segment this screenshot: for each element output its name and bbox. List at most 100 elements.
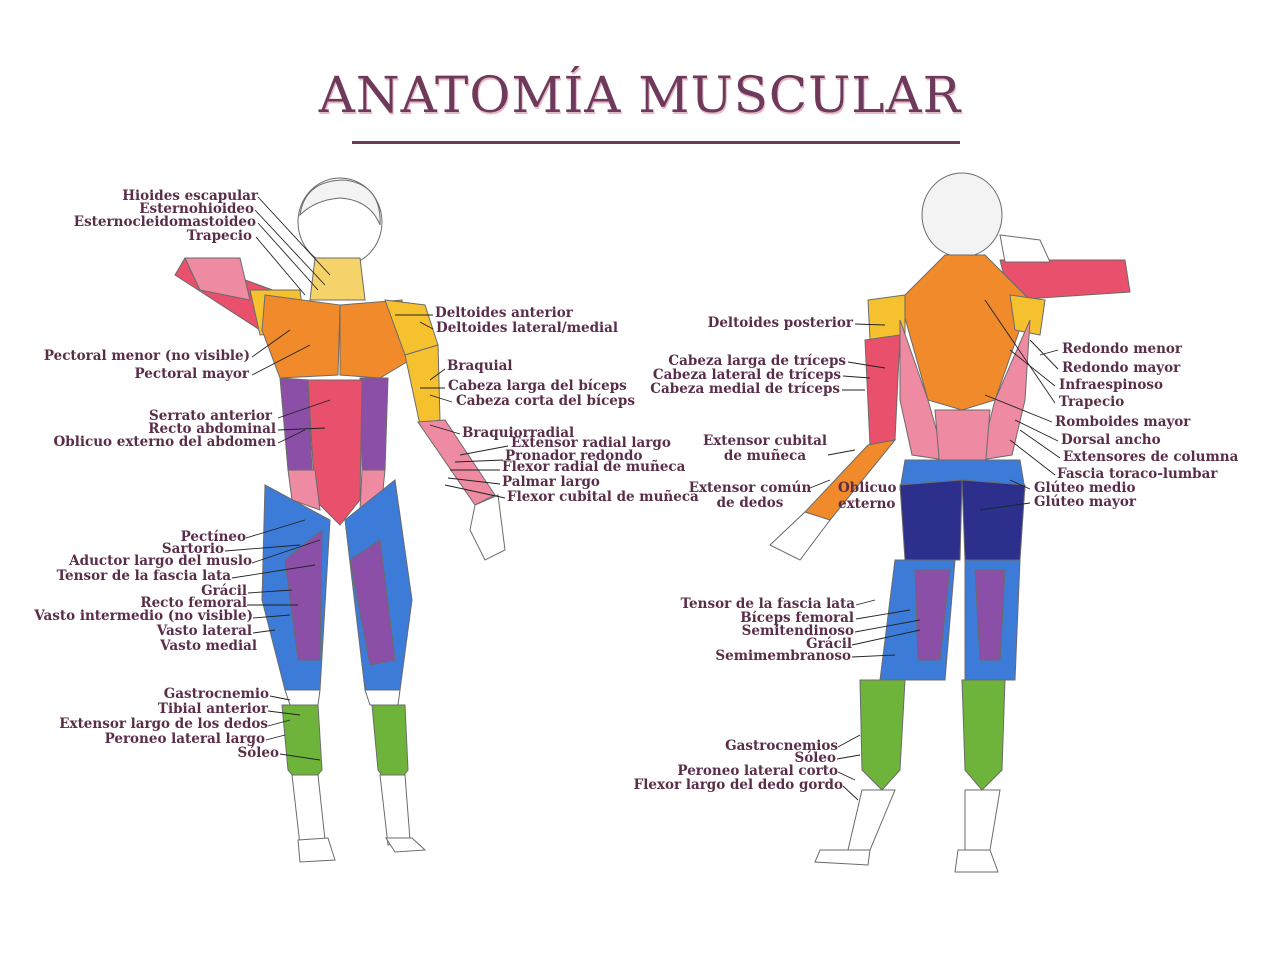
label-gracil-front: Grácil: [201, 583, 247, 599]
back-hamstring-right-inner: [974, 569, 1006, 661]
label-extensor-cubital-2: de muñeca: [723, 448, 807, 464]
label-extensor-comun-1: Extensor común: [688, 480, 812, 496]
label-vasto-intermedio: Vasto intermedio (no visible): [34, 608, 253, 624]
back-latissimus-left: [899, 319, 946, 461]
back-upper-arm-left: [864, 334, 901, 446]
label-trapecio-front: Trapecio: [186, 228, 252, 244]
label-soleo-front: Sóleo: [237, 745, 279, 761]
back-head: [921, 172, 1003, 258]
label-tibial-anterior: Tibial anterior: [157, 701, 268, 717]
label-extensor-comun-2: de dedos: [716, 495, 784, 511]
label-pectoral-menor: Pectoral menor (no visible): [43, 348, 250, 364]
page-title: ANATOMÍA MUSCULAR: [318, 66, 962, 124]
label-esternohioideo: Esternohioideo: [139, 201, 254, 217]
back-figure: [769, 172, 1131, 873]
back-gluteus-left: [899, 479, 963, 561]
label-extensor-cubital-1: Extensor cubital: [702, 433, 828, 449]
front-serratus-left: [279, 377, 313, 471]
label-gluteo-medio: Glúteo medio: [1034, 480, 1136, 496]
label-gluteo-mayor: Glúteo mayor: [1034, 494, 1136, 510]
label-gracil-back: Grácil: [806, 636, 852, 652]
label-gastrocnemio: Gastrocnemio: [163, 686, 269, 702]
label-oblicuo-1: Oblicuo: [838, 480, 897, 496]
label-redondo-mayor: Redondo mayor: [1062, 360, 1181, 376]
label-recto-abdominal: Recto abdominal: [148, 421, 276, 437]
front-pectoral-left: [261, 294, 341, 379]
leader-lines: [224, 196, 1061, 801]
back-raised-forearm: [999, 234, 1051, 263]
back-latissimus-right: [979, 319, 1031, 461]
front-hand-right: [469, 494, 506, 561]
label-deltoides-anterior: Deltoides anterior: [435, 305, 573, 321]
label-oblicuo-2: externo: [838, 496, 896, 512]
front-thigh-left-inner: [284, 528, 323, 661]
label-biceps-larga: Cabeza larga del bíceps: [448, 378, 627, 394]
front-serratus-right: [359, 377, 389, 471]
label-pronador-redondo: Pronador redondo: [505, 448, 643, 464]
label-flexor-cubital: Flexor cubital de muñeca: [507, 489, 699, 505]
label-esternocleidomastoideo: Esternocleidomastoideo: [73, 214, 256, 230]
label-hioides-escapular: Hioides escapular: [122, 188, 258, 204]
label-pectoral-mayor: Pectoral mayor: [134, 366, 249, 382]
back-foot-left: [814, 849, 871, 866]
front-forearm-left: [184, 257, 251, 301]
back-gluteus-right: [961, 479, 1026, 561]
back-calf-left: [859, 679, 906, 791]
label-extensores-columna: Extensores de columna: [1063, 449, 1239, 465]
back-calf-right: [961, 679, 1006, 791]
back-shin-right: [964, 789, 1001, 851]
front-thigh-right-inner: [349, 539, 396, 666]
label-serrato-anterior: Serrato anterior: [149, 408, 272, 424]
front-figure: [174, 177, 506, 863]
label-peroneo-lateral-largo: Peroneo lateral largo: [104, 731, 265, 747]
front-upper-arm-right: [404, 344, 441, 426]
label-gastrocnemios: Gastrocnemios: [725, 738, 838, 754]
label-redondo-menor: Redondo menor: [1062, 341, 1183, 357]
label-peroneo-lateral-corto: Peroneo lateral corto: [677, 763, 838, 779]
label-biceps-corta: Cabeza corta del bíceps: [456, 393, 635, 409]
label-extensor-largo-dedos: Extensor largo de los dedos: [59, 716, 268, 732]
label-semitendinoso: Semitendinoso: [741, 623, 854, 639]
back-hand-left: [769, 511, 831, 561]
label-triceps-lateral: Cabeza lateral de tríceps: [652, 367, 841, 383]
label-tensor-fascia-front: Tensor de la fascia lata: [56, 568, 231, 584]
front-shin-left: [291, 774, 326, 846]
back-shin-left: [847, 789, 896, 851]
label-pectineo: Pectíneo: [180, 529, 246, 545]
label-biceps-femoral: Bíceps femoral: [740, 610, 854, 626]
label-sartorio: Sartorio: [161, 541, 224, 557]
label-braquiorradial: Braquiorradial: [462, 425, 575, 441]
label-dorsal-ancho: Dorsal ancho: [1061, 432, 1161, 448]
front-oblique-left: [287, 469, 321, 511]
label-deltoides-lateral: Deltoides lateral/medial: [436, 320, 619, 336]
front-shin-right: [379, 774, 411, 846]
label-vasto-lateral: Vasto lateral: [156, 623, 252, 639]
label-flexor-largo-dedo-gordo: Flexor largo del dedo gordo: [633, 777, 843, 793]
label-vasto-medial: Vasto medial: [160, 638, 257, 654]
label-soleo-back: Sóleo: [794, 750, 836, 766]
label-aductor-largo: Aductor largo del muslo: [69, 553, 252, 569]
label-recto-femoral: Recto femoral: [140, 595, 247, 611]
front-foot-left: [297, 837, 336, 863]
front-neck: [309, 257, 366, 301]
label-tensor-fascia-back: Tensor de la fascia lata: [680, 596, 855, 612]
label-triceps-larga: Cabeza larga de tríceps: [668, 353, 846, 369]
front-knee-right: [364, 689, 401, 706]
back-deltoid-right: [1009, 294, 1046, 336]
front-foot-right: [385, 837, 427, 853]
front-knee-left: [284, 689, 321, 706]
label-extensor-radial: Extensor radial largo: [511, 435, 671, 451]
label-fascia-toraco-lumbar: Fascia toraco-lumbar: [1057, 466, 1218, 482]
back-foot-right: [954, 849, 999, 873]
label-trapecio-back: Trapecio: [1059, 394, 1125, 410]
title-underline: [352, 141, 960, 144]
label-flexor-radial: Flexor radial de muñeca: [502, 459, 686, 475]
front-forearm-right: [417, 419, 496, 506]
label-oblicuo-externo-abdomen: Oblicuo externo del abdomen: [53, 434, 276, 450]
back-hamstring-left-inner: [914, 569, 951, 661]
label-infraespinoso: Infraespinoso: [1059, 377, 1163, 393]
label-triceps-medial: Cabeza medial de tríceps: [650, 381, 840, 397]
label-semimembranoso: Semimembranoso: [715, 648, 851, 664]
label-braquial: Braquial: [447, 358, 513, 374]
